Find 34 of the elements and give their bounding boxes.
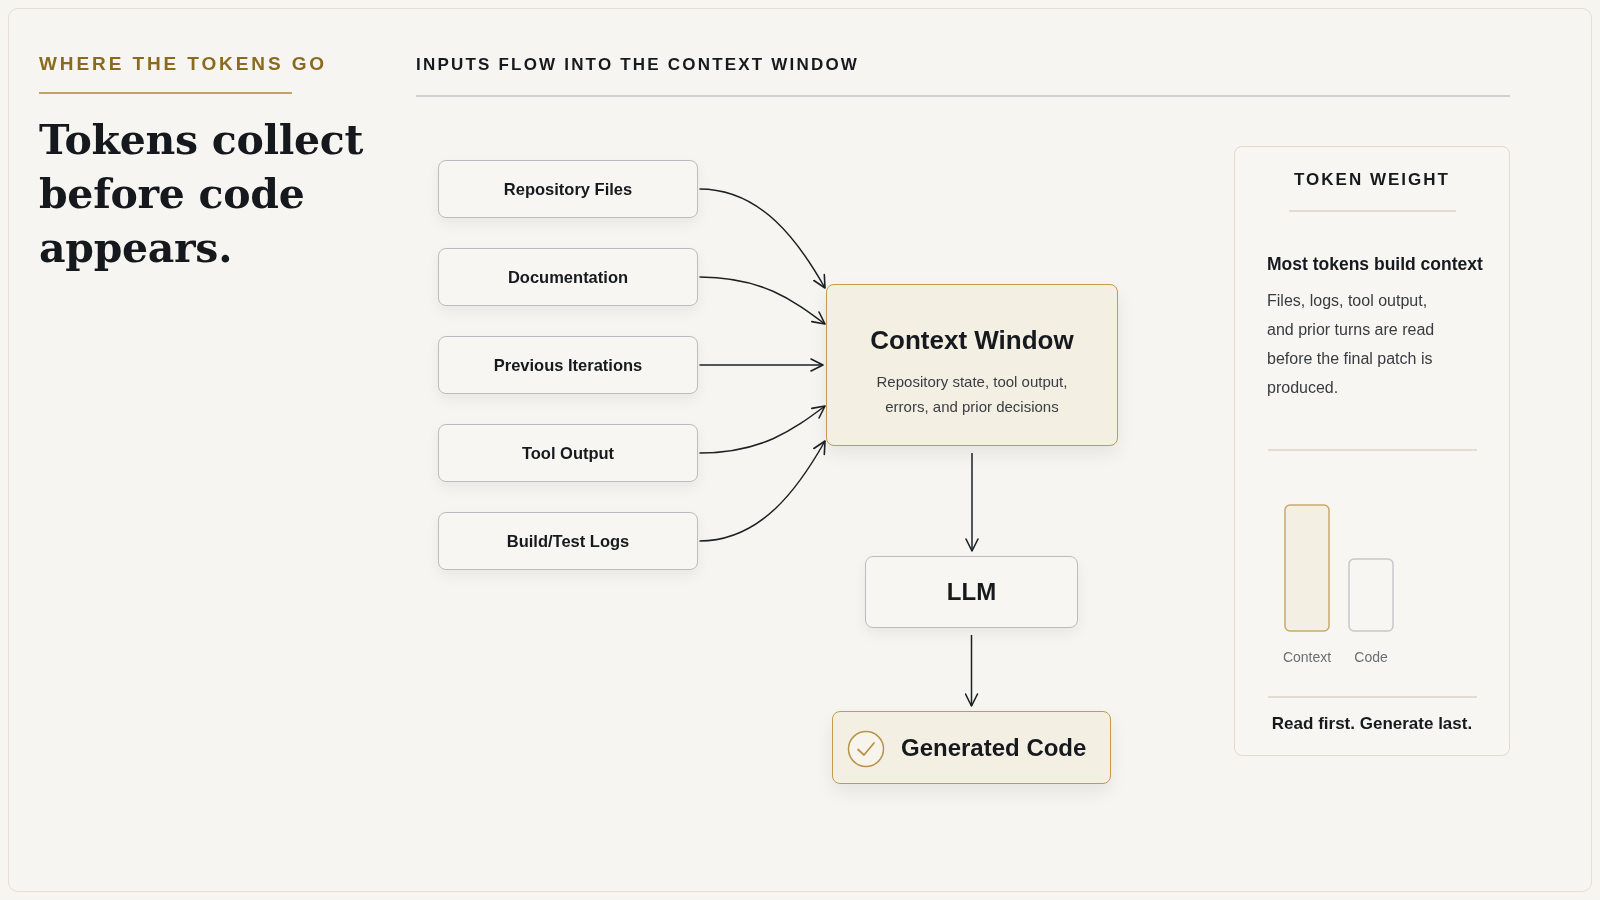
info-panel bbox=[1234, 146, 1510, 756]
panel-heading: TOKEN WEIGHT bbox=[1293, 170, 1451, 190]
bar-label: Code bbox=[1354, 649, 1388, 665]
arrow bbox=[698, 440, 826, 542]
node-label: Tool Output bbox=[521, 443, 615, 463]
arrow bbox=[698, 405, 826, 454]
context-window-box bbox=[826, 284, 1118, 446]
node-label: LLM bbox=[946, 578, 997, 606]
section-heading: INPUTS FLOW INTO THE CONTEXT WINDOW bbox=[416, 55, 860, 75]
arrow bbox=[698, 358, 824, 372]
input-box bbox=[438, 160, 698, 218]
output-box bbox=[832, 711, 1111, 784]
page-title: Tokens collect before code appears. bbox=[39, 115, 365, 274]
node-label: Documentation bbox=[507, 267, 629, 287]
section-kicker: WHERE THE TOKENS GO bbox=[39, 53, 328, 75]
arrow bbox=[964, 634, 979, 707]
process-box bbox=[865, 556, 1078, 628]
node-title: Context Window bbox=[869, 325, 1075, 355]
input-box bbox=[438, 512, 698, 570]
arrow bbox=[698, 188, 826, 289]
input-box bbox=[438, 424, 698, 482]
node-label: Repository Files bbox=[503, 179, 633, 199]
arrow bbox=[698, 276, 826, 325]
panel-body: Files, logs, tool output, and prior turns are read before the final patch is produced. bbox=[1267, 291, 1436, 398]
bar-label: Context bbox=[1282, 649, 1332, 665]
arrow bbox=[965, 452, 979, 552]
node-label: Generated Code bbox=[901, 734, 1087, 762]
panel-subheading: Most tokens build context bbox=[1267, 253, 1483, 275]
input-box bbox=[438, 336, 698, 394]
node-label: Build/Test Logs bbox=[506, 531, 630, 551]
input-box bbox=[438, 248, 698, 306]
node-label: Previous Iterations bbox=[493, 355, 643, 375]
panel-footer: Read first. Generate last. bbox=[1235, 713, 1509, 735]
node-description: Repository state, tool output, errors, and prior decisions bbox=[875, 372, 1069, 417]
